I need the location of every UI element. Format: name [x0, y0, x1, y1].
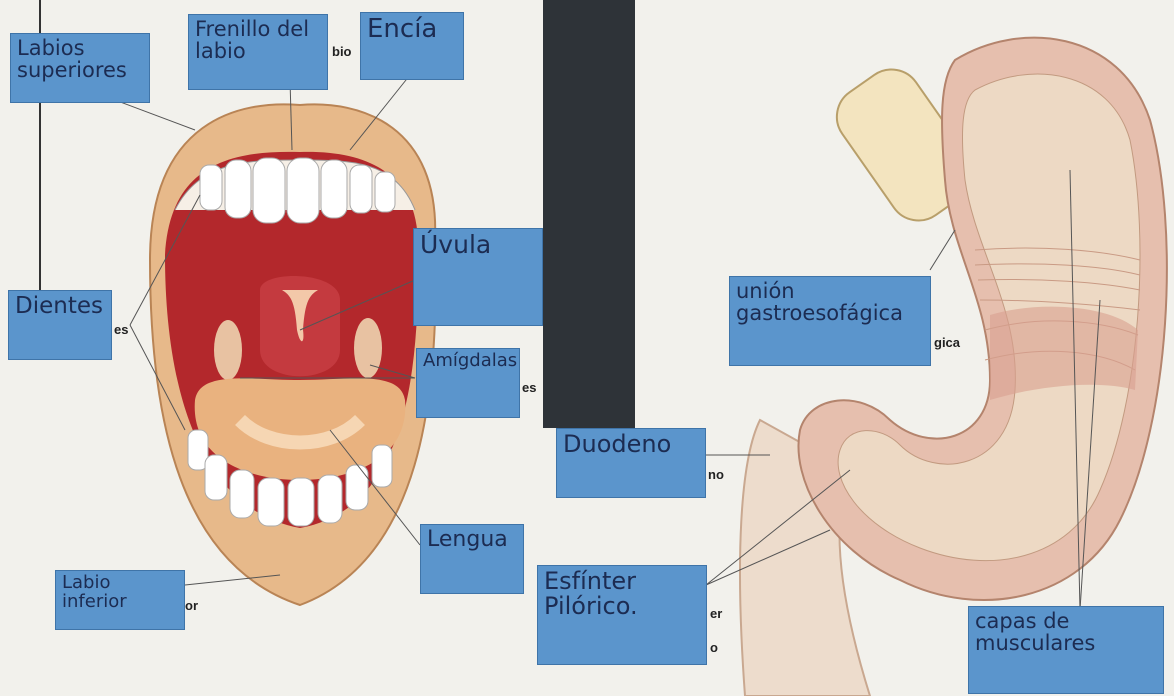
label-dientes: Dientes	[8, 290, 112, 360]
label-capas-musculares: capas de musculares	[968, 606, 1164, 694]
mouth-illustration	[150, 104, 436, 605]
label-duodeno: Duodeno	[556, 428, 706, 498]
fragment-esfinter-1: er	[710, 606, 722, 621]
fragment-union: gica	[934, 335, 960, 350]
tonsil-left	[214, 320, 242, 380]
fragment-amigdalas: es	[522, 380, 536, 395]
label-union-gastroesofagica: unión gastroesofágica	[729, 276, 931, 366]
label-labio-inferior: Labio inferior	[55, 570, 185, 630]
label-lengua: Lengua	[420, 524, 524, 594]
tonsil-right	[354, 318, 382, 378]
fragment-frenillo: bio	[332, 44, 352, 59]
fragment-dientes: es	[114, 322, 128, 337]
label-uvula: Úvula	[413, 228, 543, 326]
label-esfinter: Esfínter Pilórico.	[537, 565, 707, 665]
label-labios-superiores: Labios superiores	[10, 33, 150, 103]
label-encia: Encía	[360, 12, 464, 80]
label-frenillo: Frenillo del labio	[188, 14, 328, 90]
fragment-labio-inferior: or	[185, 598, 198, 613]
label-amigdalas: Amígdalas	[416, 348, 520, 418]
fragment-duodeno: no	[708, 467, 724, 482]
stomach-illustration	[740, 38, 1167, 696]
divider-bar	[543, 0, 635, 428]
fragment-esfinter-2: o	[710, 640, 718, 655]
